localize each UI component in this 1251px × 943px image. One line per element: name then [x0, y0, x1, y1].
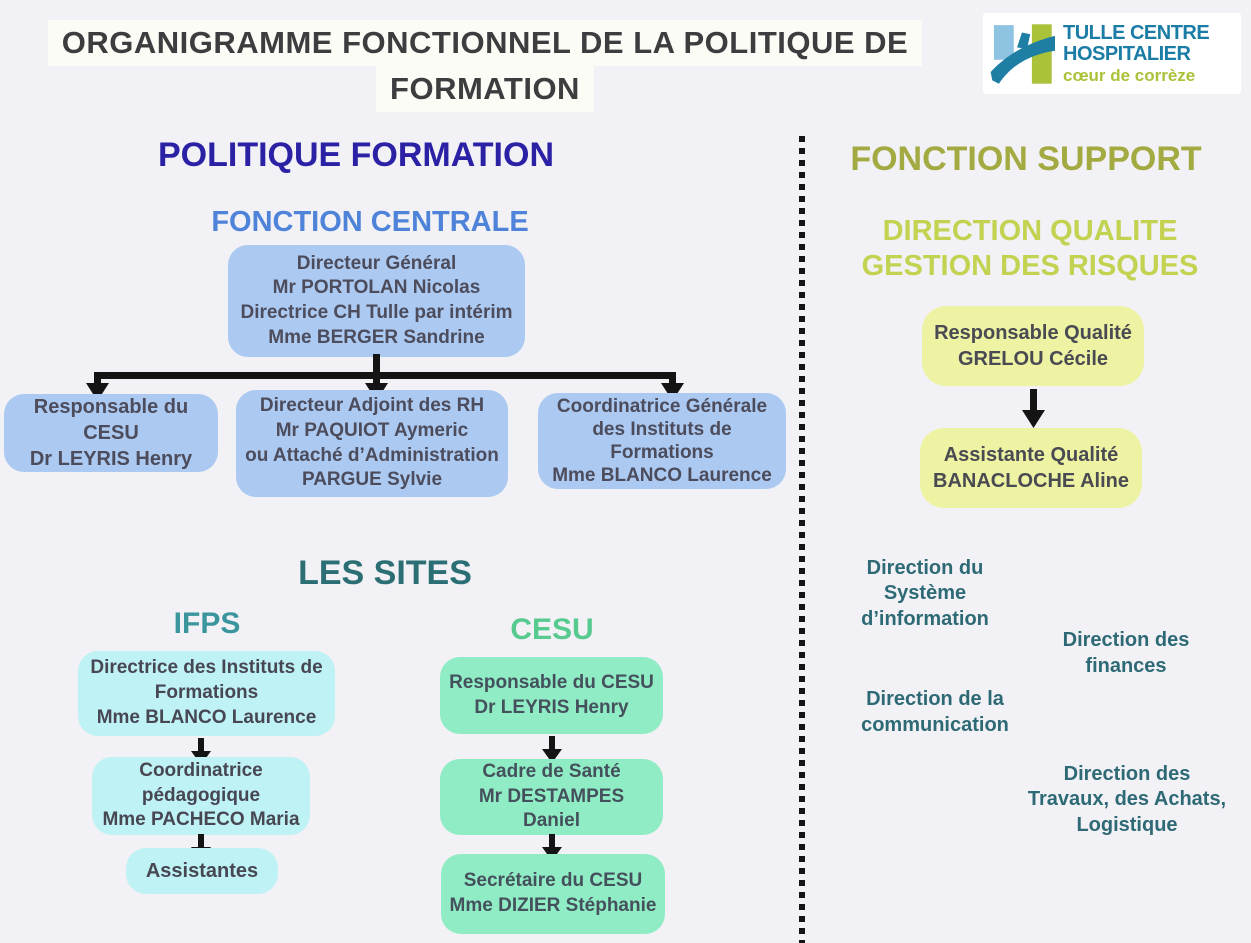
fonction-centrale-heading: FONCTION CENTRALE — [211, 206, 529, 238]
dotted-divider — [799, 136, 805, 943]
node-secretaire-cesu: Secrétaire du CESU Mme DIZIER Stéphanie — [441, 854, 665, 934]
scribble-direction-communication: Direction de la communication — [829, 659, 1041, 767]
ifps-heading: IFPS — [173, 607, 241, 640]
node-directeur-adjoint-rh: Directeur Adjoint des RH Mr PAQUIOT Ayme… — [236, 390, 508, 497]
node-directrice-instituts: Directrice des Instituts de Formations M… — [78, 651, 335, 736]
hospital-logo-text: TULLE CENTRE HOSPITALIER cœur de corrèze — [1063, 22, 1210, 85]
hospital-logo: TULLE CENTRE HOSPITALIER cœur de corrèze — [983, 13, 1241, 94]
fonction-support-heading: FONCTION SUPPORT — [850, 140, 1202, 178]
node-directeur-general: Directeur Général Mr PORTOLAN Nicolas Di… — [228, 245, 525, 357]
logo-tagline: cœur de corrèze — [1063, 66, 1196, 85]
les-sites-heading: LES SITES — [298, 554, 472, 592]
down-arrow-icon — [1018, 389, 1048, 429]
logo-name-line2: HOSPITALIER — [1063, 43, 1191, 65]
page-title-line1: ORGANIGRAMME FONCTIONNEL DE LA POLITIQUE… — [47, 20, 923, 66]
node-assistante-qualite: Assistante Qualité BANACLOCHE Aline — [920, 428, 1142, 508]
scribble-direction-finances: Direction des finances — [1016, 600, 1236, 708]
down-arrow-icon — [539, 736, 565, 764]
cesu-heading: CESU — [510, 613, 594, 646]
hospital-logo-mark-icon — [990, 23, 1055, 84]
node-coordinatrice-pedagogique: Coordinatrice pédagogique Mme PACHECO Ma… — [92, 757, 310, 835]
scribble-direction-systeme-information: Direction du Système d’information — [822, 542, 1028, 646]
page-title: ORGANIGRAMME FONCTIONNEL DE LA POLITIQUE… — [10, 20, 960, 112]
node-responsable-cesu-central: Responsable du CESU Dr LEYRIS Henry — [4, 394, 218, 472]
node-coordinatrice-generale: Coordinatrice Générale des Instituts de … — [538, 393, 786, 489]
node-assistantes: Assistantes — [126, 848, 278, 894]
node-responsable-qualite: Responsable Qualité GRELOU Cécile — [922, 306, 1144, 386]
logo-name-line1: TULLE CENTRE — [1063, 22, 1210, 44]
page-title-line2: FORMATION — [376, 66, 594, 112]
scribble-direction-travaux-achats-logistique: Direction des Travaux, des Achats, Logis… — [1016, 744, 1238, 856]
politique-formation-heading: POLITIQUE FORMATION — [157, 136, 554, 174]
node-cadre-de-sante: Cadre de Santé Mr DESTAMPES Daniel — [440, 759, 663, 835]
node-cesu-responsable: Responsable du CESU Dr LEYRIS Henry — [440, 657, 663, 734]
direction-qualite-heading: DIRECTION QUALITE GESTION DES RISQUES — [861, 215, 1199, 282]
